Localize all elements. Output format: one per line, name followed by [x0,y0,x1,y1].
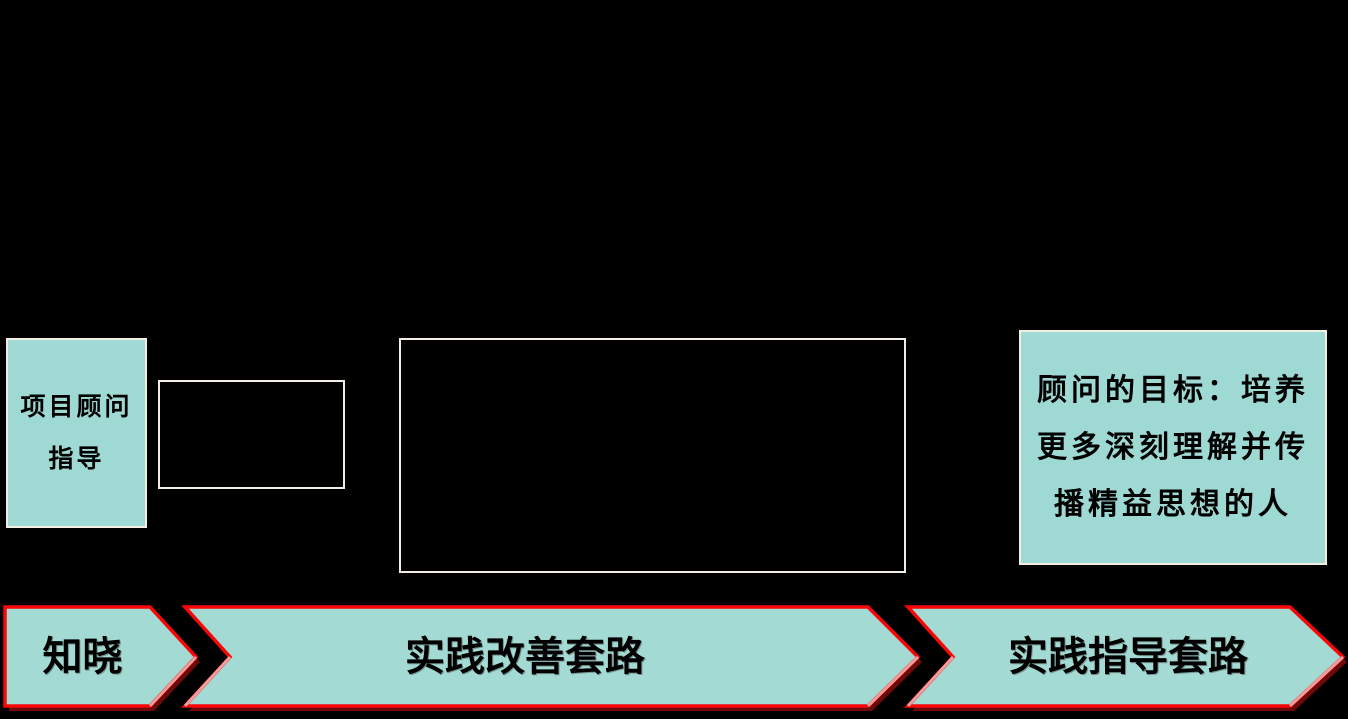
consultant-goal-line-1: 顾问的目标：培养 [1037,374,1309,407]
project-consultant-box: 项目顾问 指导 [6,338,147,528]
consultant-goal-box: 顾问的目标：培养 更多深刻理解并传 播精益思想的人 [1019,330,1327,565]
consultant-goal-line-2: 更多深刻理解并传 [1037,431,1309,464]
outline-box-large [399,338,906,573]
arrow-label-know: 知晓 [42,635,123,679]
arrow-shape-3 [904,605,1346,708]
project-consultant-line-2: 指导 [48,445,105,473]
consultant-goal-line-3: 播精益思想的人 [1054,488,1292,521]
arrow-label-practice-improvement-kata: 实践改善套路 [405,635,645,679]
arrow-shape-2 [181,605,921,708]
arrow-label-practice-coaching-kata: 实践指导套路 [1008,635,1248,679]
arrow-shape-1 [3,605,199,708]
project-consultant-line-1: 项目顾问 [20,393,133,421]
outline-box-small [158,380,345,489]
